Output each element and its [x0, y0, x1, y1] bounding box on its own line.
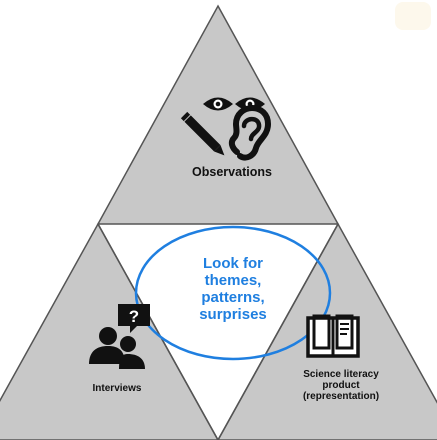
top-triangle: [96, 4, 340, 225]
book-icon: [306, 314, 360, 358]
center-triangle-edges: [97, 223, 339, 440]
right-label-line-1: Science literacy: [303, 369, 379, 380]
right-label-line-3: (representation): [303, 391, 379, 402]
left-label: Interviews: [93, 383, 142, 394]
question-mark: ?: [129, 307, 139, 326]
center-ellipse: [134, 225, 332, 361]
ear-icon: [228, 104, 272, 161]
pencil-icon: [180, 111, 225, 156]
top-label: Observations: [192, 165, 272, 179]
center-line-3: patterns,: [201, 289, 264, 306]
corner-mark: [395, 2, 431, 30]
right-label-line-2: product: [322, 380, 360, 391]
center-line-4: surprises: [199, 306, 267, 323]
people-chat-icon: ?: [89, 304, 150, 369]
center-line-1: Look for: [203, 255, 263, 272]
center-line-2: themes,: [205, 272, 262, 289]
